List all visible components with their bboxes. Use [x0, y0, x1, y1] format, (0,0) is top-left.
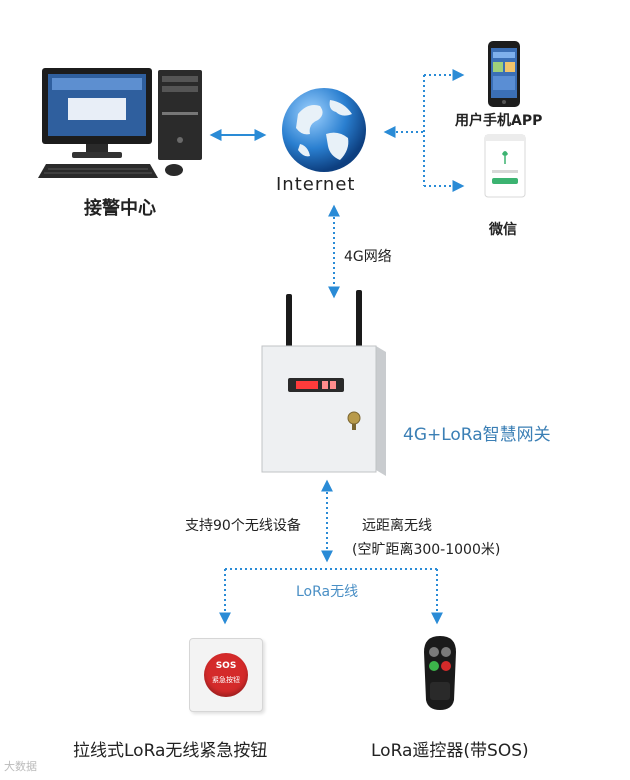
wechat-screen-icon: [484, 134, 526, 198]
lora-wireless-label: LoRa无线: [296, 584, 359, 600]
emergency-button-device: SOS 紧急按钮: [189, 638, 263, 712]
smartphone-icon: [488, 41, 520, 107]
computer-icon: [38, 68, 202, 178]
sos-subtext: 紧急按钮: [212, 676, 240, 684]
wechat-label: 微信: [489, 222, 517, 238]
long-range-distance-label: (空旷距离300-1000米): [352, 542, 501, 558]
user-app-label: 用户手机APP: [455, 113, 543, 129]
sos-text: SOS: [215, 661, 237, 671]
network-4g-label: 4G网络: [344, 249, 392, 265]
gateway-device: [261, 290, 386, 476]
emergency-button-label: 拉线式LoRa无线紧急按钮: [73, 741, 268, 761]
supports-devices-label: 支持90个无线设备: [185, 518, 301, 534]
internet-label: Internet: [276, 174, 356, 195]
globe-icon: [282, 88, 366, 172]
gateway-label: 4G+LoRa智慧网关: [403, 425, 551, 445]
remote-label: LoRa遥控器(带SOS): [371, 741, 529, 761]
watermark: 大数据: [4, 760, 37, 773]
long-range-label: 远距离无线: [362, 518, 432, 534]
remote-control-icon: [424, 636, 456, 710]
alarm-center-label: 接警中心: [84, 198, 156, 219]
sos-button-icon: SOS 紧急按钮: [204, 653, 248, 697]
